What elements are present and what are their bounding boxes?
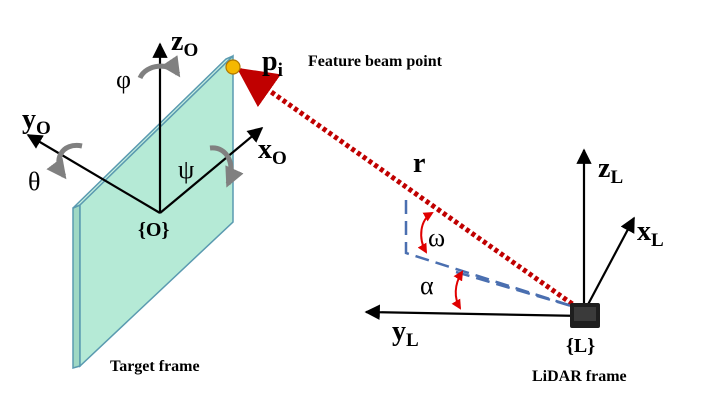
origin-o-label: {O}: [138, 219, 169, 241]
lidar-sensor-icon: [570, 303, 600, 328]
y-l-axis: [364, 304, 585, 320]
azimuth-projection: [455, 270, 579, 310]
elevation-projection: [404, 200, 579, 310]
feature-beam: [236, 67, 580, 311]
omega-arc: [417, 211, 434, 254]
phi-label: φ: [116, 65, 131, 94]
x-o-axis: [159, 127, 264, 214]
z-o-label: zO: [171, 26, 198, 61]
y-l-label: yL: [392, 316, 419, 351]
lidar-frame-axes: [364, 148, 635, 320]
target-plane: [72, 54, 234, 369]
target-plane-edge: [72, 203, 81, 369]
p-i-label: pi: [262, 46, 283, 81]
angle-arcs: [417, 211, 464, 310]
theta-label: θ: [28, 167, 40, 196]
origin-l-label: {L}: [566, 335, 595, 357]
r-label: r: [413, 148, 425, 179]
feature-point-icon: [225, 59, 241, 75]
target-frame-label: Target frame: [110, 358, 200, 375]
x-l-label: xL: [637, 216, 664, 251]
y-o-axis: [26, 134, 161, 214]
x-o-label: xO: [258, 134, 287, 169]
z-l-label: zL: [598, 153, 623, 188]
alpha-label: α: [420, 271, 434, 300]
projection-lines: [404, 200, 579, 310]
rotation-arrows: [46, 55, 244, 188]
psi-label: ψ: [178, 155, 194, 184]
x-l-axis: [583, 216, 635, 313]
feature-beam-point-label: Feature beam point: [308, 53, 443, 70]
theta-rotation-icon: [46, 142, 83, 180]
lidar-frame-label: LiDAR frame: [532, 368, 627, 385]
omega-label: ω: [428, 223, 445, 252]
y-o-label: yO: [22, 104, 51, 139]
phi-rotation-icon: [137, 55, 181, 80]
object-frame-axes: [26, 42, 264, 214]
alpha-arc: [451, 270, 464, 310]
psi-rotation-icon: [209, 145, 244, 188]
